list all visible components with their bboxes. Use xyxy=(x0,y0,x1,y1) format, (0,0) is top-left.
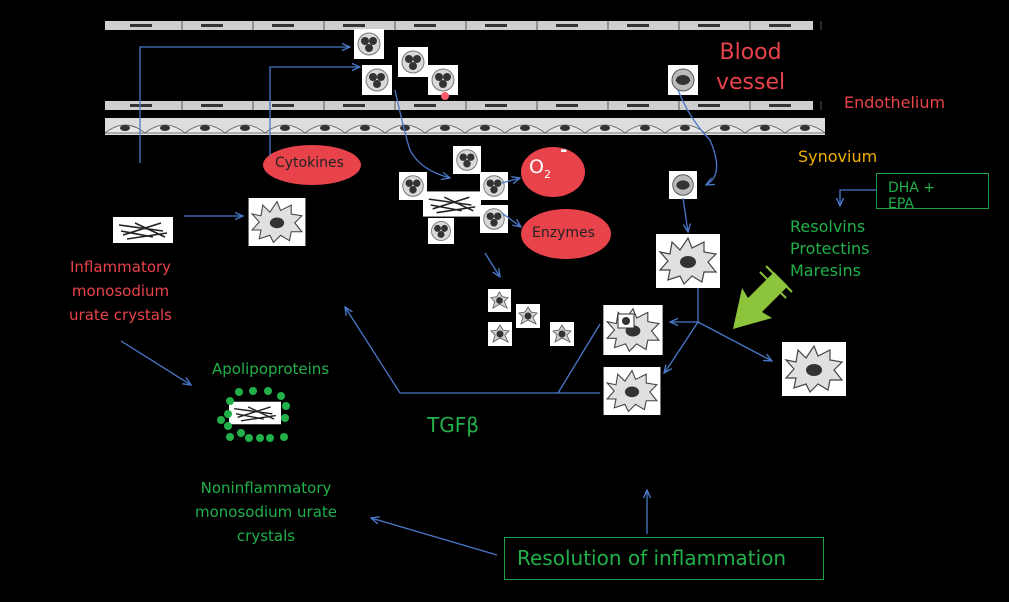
vessel-wall-segment xyxy=(556,24,578,27)
vessel-wall-segment xyxy=(698,24,720,27)
apolipoprotein-dot xyxy=(282,402,290,410)
endothelium-label: Endothelium xyxy=(844,93,946,112)
neutrophil-icon xyxy=(398,172,428,200)
vessel-bottom-dashes xyxy=(130,101,822,110)
vessel-wall-segment xyxy=(485,104,507,107)
vessel-bottom-wall xyxy=(105,101,813,110)
apolipoprotein-dot xyxy=(237,429,245,437)
monocyte-icon xyxy=(668,171,698,199)
vessel-wall-segment xyxy=(414,24,436,27)
vessel-top-dashes xyxy=(130,21,822,30)
vessel-wall-segment xyxy=(769,104,791,107)
macrophage-icon xyxy=(655,234,721,288)
neutrophil-icon xyxy=(354,29,384,59)
vessel-wall-segment xyxy=(272,104,294,107)
vessel-wall-segment xyxy=(343,104,365,107)
apolipoprotein-dot xyxy=(264,387,272,395)
dha-epa-box xyxy=(876,173,989,209)
vessel-wall-segment xyxy=(272,24,294,27)
apolipoprotein-dot xyxy=(281,414,289,422)
cytokines-ellipse xyxy=(263,145,361,185)
apoptotic-cell-icon xyxy=(549,322,575,346)
apoptotic-cell-icon xyxy=(515,304,541,328)
resolution-signal-arrow xyxy=(733,265,793,329)
neutrophil-icon xyxy=(362,65,392,95)
superoxide-ellipse xyxy=(521,147,585,197)
apolipoprotein-dot xyxy=(235,388,243,396)
vessel-wall-segment xyxy=(769,24,791,27)
enzymes-label: Enzymes xyxy=(532,225,595,241)
apolipoprotein-dot xyxy=(249,387,257,395)
apolipoprotein-dot xyxy=(217,416,225,424)
vessel-top-wall xyxy=(105,21,813,30)
urate-crystal-icon xyxy=(113,216,173,244)
neutrophil-icon xyxy=(452,146,482,174)
vessel-wall-segment xyxy=(201,24,223,27)
apolipoprotein-dot xyxy=(245,434,253,442)
apolipoprotein-dot xyxy=(277,392,285,400)
monocyte-icon xyxy=(668,65,698,95)
vessel-wall-segment xyxy=(201,104,223,107)
vessel-wall-segment xyxy=(627,104,649,107)
superoxide-label: O2 xyxy=(529,156,551,181)
cytokines-label: Cytokines xyxy=(275,155,344,171)
apolipoprotein-coated-crystal xyxy=(217,387,290,442)
o2-letter: O xyxy=(529,156,544,178)
vessel-wall-segment xyxy=(414,104,436,107)
o2-superscript: - xyxy=(560,140,568,161)
macrophage-icon xyxy=(247,198,307,246)
neutrophil-icon xyxy=(427,218,455,244)
neutrophil-icon xyxy=(428,65,458,95)
dha-epa-label: DHA + EPA xyxy=(888,180,936,212)
apolipoprotein-dot xyxy=(256,434,264,442)
endothelium-layer xyxy=(105,118,825,135)
vessel-wall-segment xyxy=(627,24,649,27)
resolution-label: Resolution of inflammation xyxy=(517,546,787,570)
apolipoprotein-dot xyxy=(266,434,274,442)
pathway-arrows xyxy=(120,47,876,556)
apolipoprotein-dot xyxy=(224,410,232,418)
synovium-label: Synovium xyxy=(798,147,878,166)
macrophage-icon xyxy=(602,367,662,415)
apoptotic-cell-icon xyxy=(487,289,512,312)
vessel-wall-segment xyxy=(343,24,365,27)
apolipoprotein-dot xyxy=(224,422,232,430)
noninflammatory-crystals-label: Noninflammatory monosodium urate crystal… xyxy=(194,479,338,545)
apolipoprotein-dot xyxy=(226,433,234,441)
macrophage-icon xyxy=(781,342,847,396)
inflammatory-crystals-label: Inflammatory monosodium urate crystals xyxy=(69,258,172,324)
o2-subscript: 2 xyxy=(543,167,551,181)
blood-vessel-label: Blood vessel xyxy=(716,40,786,95)
neutrophil-icon xyxy=(480,205,508,233)
neutrophil-icon xyxy=(398,47,428,77)
vessel-wall-segment xyxy=(556,104,578,107)
apolipoprotein-dot xyxy=(280,433,288,441)
vessel-wall-segment xyxy=(698,104,720,107)
apolipoprotein-dot xyxy=(226,397,234,405)
macrophage-icon xyxy=(603,305,663,355)
apolipoproteins-label: Apolipoproteins xyxy=(212,360,330,378)
resolution-box xyxy=(504,537,824,580)
resolvins-label: Resolvins Protectins Maresins xyxy=(790,217,870,280)
vessel-wall-segment xyxy=(485,24,507,27)
urate-crystal-icon xyxy=(423,190,481,218)
apoptotic-cell-icon xyxy=(487,322,513,346)
vessel-wall-segment xyxy=(130,104,152,107)
enzymes-ellipse xyxy=(521,209,611,259)
vessel-wall-segment xyxy=(130,24,152,27)
neutrophil-icon xyxy=(479,172,509,200)
tgfb-label: TGFβ xyxy=(427,413,479,437)
small-red-dot xyxy=(441,92,449,100)
